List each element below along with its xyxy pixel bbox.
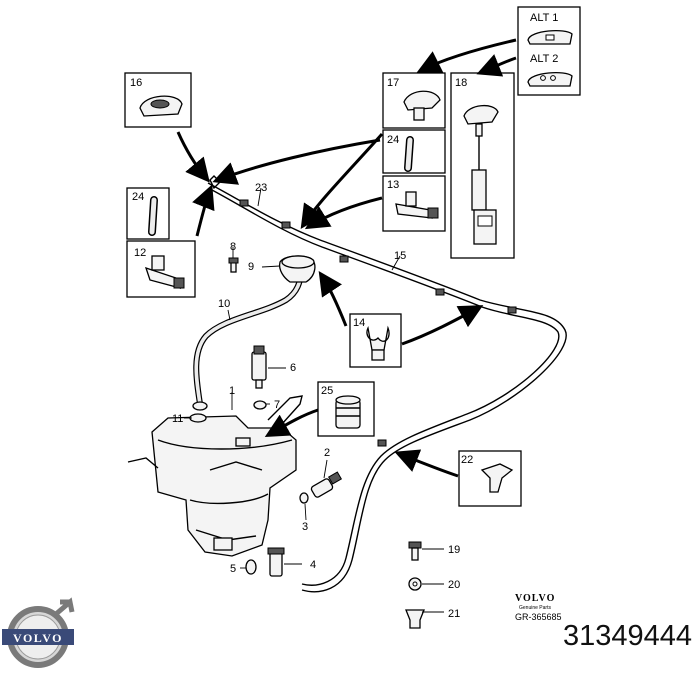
callout-14: 14 <box>353 317 365 329</box>
brand-name: VOLVO <box>515 593 555 604</box>
callout-8: 8 <box>230 241 236 253</box>
callout-3: 3 <box>302 521 308 533</box>
leader-lines <box>184 187 444 613</box>
callout-numbers: 1 2 3 4 5 6 7 8 9 10 11 12 13 14 15 16 1… <box>130 77 473 620</box>
callout-15: 15 <box>394 250 406 262</box>
neck-seal[interactable] <box>189 413 207 423</box>
washer-pump[interactable] <box>251 345 267 389</box>
logo-text: VOLVO <box>13 631 63 645</box>
callout-20: 20 <box>448 579 460 591</box>
box-16 <box>124 72 192 128</box>
alternative-nozzles-box: ALT 1 ALT 2 <box>517 6 581 96</box>
brand-ref: GR-365685 <box>515 612 562 622</box>
box-17 <box>382 72 446 129</box>
callout-19: 19 <box>448 544 460 556</box>
box-24-upper <box>382 129 446 174</box>
washer-reservoir[interactable] <box>127 415 297 557</box>
callout-9: 9 <box>248 261 254 273</box>
callout-16: 16 <box>130 77 142 89</box>
pump-seal[interactable] <box>253 400 267 410</box>
brand-sub: Genuine Parts <box>519 605 551 611</box>
volvo-logo: VOLVO <box>2 597 75 668</box>
sensor-seal[interactable] <box>299 492 309 504</box>
nozzle-alt2-icon <box>527 71 573 87</box>
callout-21: 21 <box>448 608 460 620</box>
box-12 <box>126 240 196 298</box>
heated-nozzle-icon <box>463 105 499 125</box>
callout-2: 2 <box>324 447 330 459</box>
part-number: 31349444 <box>562 620 692 652</box>
alt2-label: ALT 2 <box>530 53 558 65</box>
callout-13: 13 <box>387 179 399 191</box>
callout-1: 1 <box>229 385 235 397</box>
filler-cap[interactable] <box>278 255 316 283</box>
callout-18: 18 <box>455 77 467 89</box>
callout-12: 12 <box>134 247 146 259</box>
clip-14-icon <box>366 325 390 351</box>
callout-10: 10 <box>218 298 230 310</box>
level-sensor[interactable] <box>310 471 343 498</box>
callout-24-upper: 24 <box>387 134 399 146</box>
callout-25: 25 <box>321 385 333 397</box>
screw-19[interactable] <box>408 541 422 561</box>
box-13 <box>382 175 446 232</box>
callout-24-lower: 24 <box>132 191 144 203</box>
callout-22: 22 <box>461 454 473 466</box>
brand-block: VOLVO Genuine Parts GR-365685 <box>515 593 562 622</box>
box-24-lower <box>126 187 170 240</box>
callout-6: 6 <box>290 362 296 374</box>
callout-23: 23 <box>255 182 267 194</box>
alt1-label: ALT 1 <box>530 12 558 24</box>
callout-7: 7 <box>274 399 280 411</box>
filler-neck-hose[interactable] <box>192 267 305 411</box>
headlamp-pump[interactable] <box>267 547 285 577</box>
reservoir-bracket <box>267 395 303 425</box>
callout-5: 5 <box>230 563 236 575</box>
box-18 <box>450 72 515 259</box>
box-22 <box>458 450 522 507</box>
callout-11: 11 <box>172 413 183 425</box>
callout-4: 4 <box>310 559 316 571</box>
clip-21[interactable] <box>405 609 425 629</box>
bolt-8[interactable] <box>228 257 239 273</box>
clip-22-icon <box>480 463 514 493</box>
callout-17: 17 <box>387 77 399 89</box>
box-14 <box>349 313 402 368</box>
headlamp-pump-seal[interactable] <box>245 559 257 575</box>
washer-20[interactable] <box>408 577 422 591</box>
nozzle-17-icon <box>403 90 441 111</box>
callout-arrows <box>176 38 517 478</box>
box-25 <box>317 381 375 437</box>
